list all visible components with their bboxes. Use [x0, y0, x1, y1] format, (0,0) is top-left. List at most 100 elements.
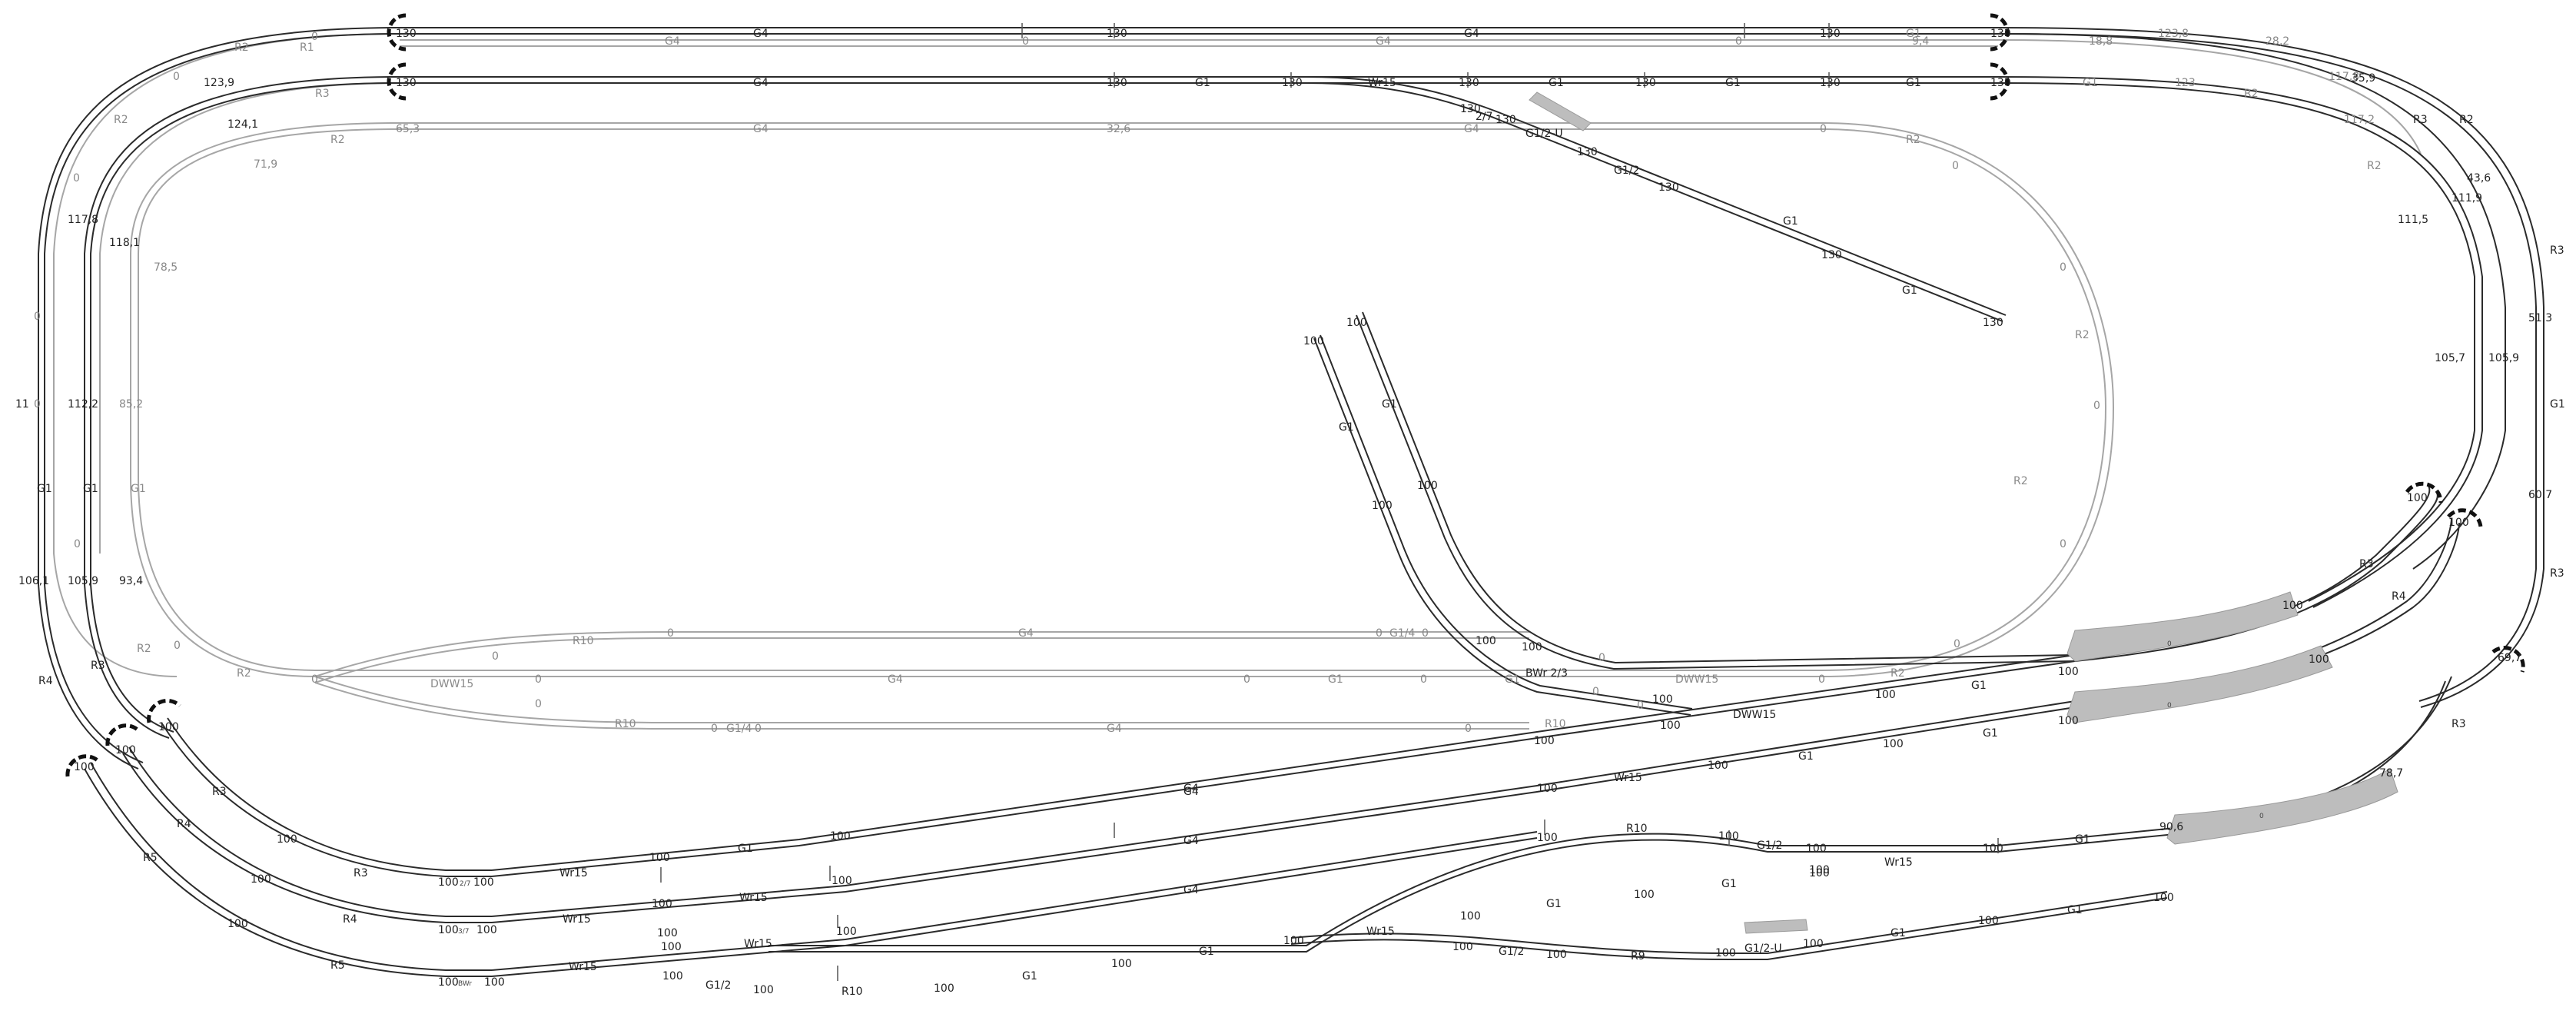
- piece-label: G4: [753, 77, 768, 89]
- elev-label: 100: [1537, 832, 1558, 844]
- piece-label: G1/2-U: [1525, 128, 1563, 140]
- grey-branch-r10-upper: [314, 631, 1529, 677]
- elev-label: 100: [1537, 783, 1558, 795]
- elev-label: 117,2: [2344, 114, 2375, 126]
- elev-label: 130: [1495, 114, 1516, 126]
- piece-label: R3: [91, 660, 105, 672]
- piece-label: G1: [2550, 398, 2565, 411]
- piece-label: G1: [1721, 878, 1737, 890]
- bumper-right-2: [2447, 508, 2483, 528]
- elev-label: 0: [1818, 673, 1825, 686]
- elev-label: 100: [1806, 843, 1827, 855]
- elev-label: 100: [438, 976, 459, 989]
- elev-label: 112,2: [68, 398, 98, 411]
- dark-bottom-r9a: [1290, 891, 2168, 954]
- dark-diag-g4-1a: [491, 660, 2076, 877]
- elev-label: 0: [711, 723, 718, 735]
- elev-label: 100: [661, 941, 682, 953]
- elev-label: 18,8: [2089, 35, 2113, 48]
- elev-label: 0: [1592, 686, 1599, 698]
- elev-label: 100: [1809, 864, 1830, 876]
- dark-central-2b: [1362, 311, 2076, 664]
- dark-r3-curve-a: [161, 722, 492, 877]
- elev-label: 130: [396, 28, 417, 40]
- elev-label: 100: [1718, 830, 1739, 843]
- bumper-top-left-1: [387, 13, 407, 52]
- elev-label: 105,7: [2435, 352, 2465, 364]
- dark-outer-right-a: [1997, 27, 2544, 708]
- bumper-left-2: [105, 723, 140, 746]
- piece-label: G4: [888, 673, 903, 686]
- piece-label: R2: [1906, 134, 1920, 146]
- elev-label: 71,9: [254, 158, 277, 171]
- elev-label: 65,3: [396, 123, 420, 135]
- elev-label: 100: [277, 833, 297, 846]
- elev-label: 130: [1282, 77, 1303, 89]
- elev-label: 100: [438, 924, 459, 936]
- tiny-label: 0: [2259, 813, 2264, 820]
- elev-label: 0: [1376, 627, 1383, 640]
- elev-label: 100: [1417, 480, 1438, 492]
- elev-label: 0: [34, 311, 41, 323]
- elev-label: 85,2: [119, 398, 143, 411]
- elev-label: 100: [657, 927, 678, 939]
- piece-label: Wr15: [1368, 77, 1396, 89]
- elev-label: 100: [1283, 935, 1304, 947]
- dark-r3-curve-b: [167, 717, 492, 871]
- dark-left-2b: [90, 82, 400, 733]
- piece-label: G1/4: [1389, 627, 1415, 640]
- elev-label: 100: [1983, 843, 2003, 855]
- grey-right-curve-top: [1997, 39, 2422, 155]
- elev-label: 100: [830, 830, 851, 843]
- piece-label: G4: [753, 123, 768, 135]
- elev-label: 100: [2058, 715, 2079, 727]
- piece-label: DWW15: [1733, 709, 1776, 721]
- elev-label: 78,5: [154, 261, 178, 274]
- elev-label: 100: [1303, 335, 1324, 347]
- piece-label: R3: [2359, 558, 2374, 570]
- piece-label: R3: [354, 867, 368, 879]
- elev-label: 0: [1465, 723, 1472, 735]
- dark-spur-1b: [1306, 82, 2003, 322]
- piece-label: G1: [131, 483, 146, 495]
- grey-branch-r10-upper-b: [314, 637, 1529, 683]
- elev-label: 130: [1107, 77, 1127, 89]
- piece-label: R2: [2013, 475, 2028, 487]
- piece-label: G4: [1464, 28, 1479, 40]
- tiny-label: 0: [2167, 702, 2172, 710]
- elev-label: 130: [1658, 181, 1679, 194]
- piece-label: G1/2: [1614, 165, 1639, 177]
- piece-label: R3: [315, 88, 330, 100]
- piece-label: BWr 2/3: [1525, 667, 1568, 680]
- piece-label: G1: [1339, 421, 1354, 434]
- elev-label: 123: [2175, 77, 2196, 89]
- elev-label: 130: [1820, 28, 1841, 40]
- piece-label: G1: [83, 483, 98, 495]
- dark-r4-curve-a: [122, 753, 492, 923]
- piece-label: G1: [1906, 28, 1921, 40]
- elev-label: 0: [1954, 638, 1960, 650]
- elev-label: 130: [1983, 317, 2003, 329]
- dark-central-2a: [1356, 314, 2076, 670]
- elev-label: 117,8: [2329, 71, 2359, 83]
- piece-label: G4: [753, 28, 768, 40]
- elev-label: 100: [2448, 517, 2469, 529]
- elev-label: 130: [1635, 77, 1656, 89]
- piece-labels: 130 G4 130 G4 130 130 G4 G4 0 0 9,4 G1 1…: [15, 28, 2565, 998]
- track-joints: [660, 23, 1999, 981]
- piece-label: R3: [212, 786, 227, 798]
- piece-label: R4: [38, 675, 53, 687]
- elev-label: 100: [1809, 867, 1830, 879]
- elev-label: 51,3: [2528, 312, 2552, 324]
- elev-label: 100: [1372, 500, 1393, 512]
- grey-oval-outer: [130, 122, 2115, 677]
- piece-label: R2: [2075, 329, 2090, 341]
- piece-label: R2: [2367, 160, 2382, 172]
- elev-label: 130: [1821, 249, 1842, 261]
- dark-left-outer-a: [38, 27, 400, 770]
- piece-label: Wr15: [1366, 926, 1395, 938]
- dark-left-2a: [84, 76, 400, 739]
- bumper-right-3: [2491, 646, 2525, 673]
- elev-label: 0: [1422, 627, 1429, 640]
- piece-label: G1: [738, 843, 753, 855]
